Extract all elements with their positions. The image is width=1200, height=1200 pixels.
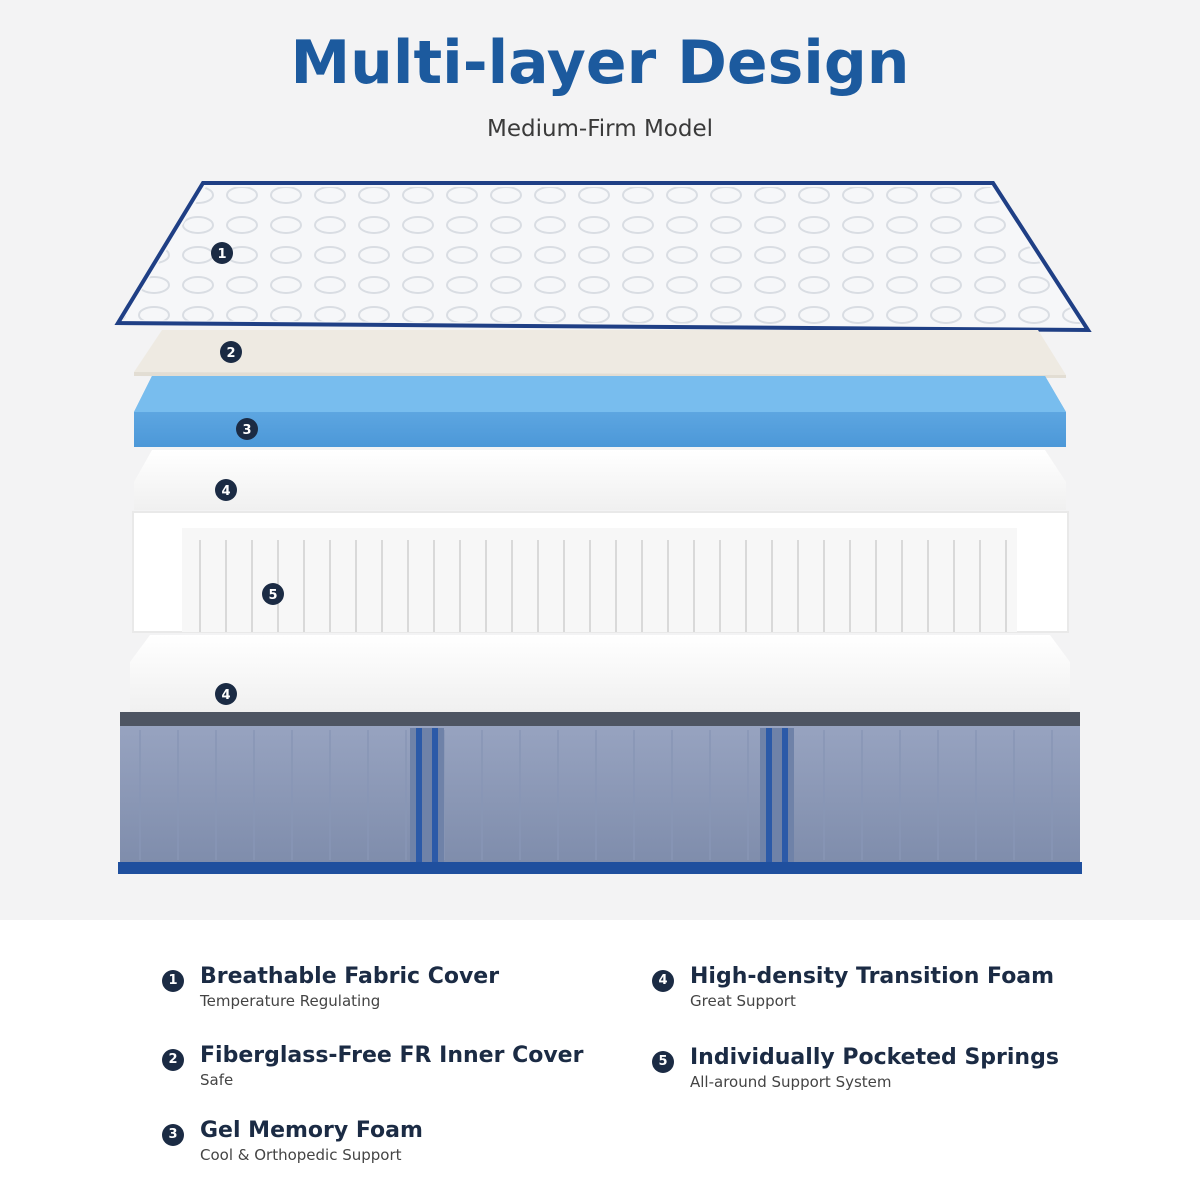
marker-label: 5 [268,588,277,603]
legend-subtitle: Cool & Orthopedic Support [200,1146,402,1164]
layer-4-transition-foam-top [134,450,1066,510]
legend-subtitle: Great Support [690,992,796,1010]
layer-5-pocketed-springs [132,511,1069,633]
layer-4-transition-foam-bottom [130,635,1070,712]
legend-title: Gel Memory Foam [200,1118,423,1143]
layer-marker-1: 1 [211,242,233,264]
legend-number-badge: 4 [652,970,674,992]
legend-number-badge: 3 [162,1124,184,1146]
layer-marker-2: 2 [220,341,242,363]
layer-marker-4-bottom: 4 [215,683,237,705]
legend-subtitle: Temperature Regulating [200,992,381,1010]
legend-title: High-density Transition Foam [690,964,1055,989]
legend-title: Breathable Fabric Cover [200,964,500,989]
layer-1-fabric-cover [114,181,1092,333]
layer-marker-5: 5 [262,583,284,605]
layer-2-inner-cover [134,330,1066,378]
legend-number-badge: 1 [162,970,184,992]
legend-number-badge: 2 [162,1049,184,1071]
layer-3-gel-foam [134,376,1066,447]
mattress-layers-illustration: 1 2 3 4 5 4 [114,181,1092,874]
legend-subtitle: All-around Support System [690,1073,892,1091]
legend-title: Fiberglass-Free FR Inner Cover [200,1043,584,1068]
page-title: Multi-layer Design [290,28,910,98]
marker-label: 2 [226,346,235,361]
marker-label: 3 [242,423,251,438]
legend-title: Individually Pocketed Springs [690,1045,1059,1070]
legend-subtitle: Safe [200,1071,234,1089]
marker-label: 1 [217,247,226,262]
legend-number-badge: 5 [652,1051,674,1073]
page-subtitle: Medium-Firm Model [486,116,714,142]
layer-marker-4: 4 [215,479,237,501]
spring-coils [199,540,1007,632]
marker-label: 4 [221,688,230,703]
mattress-base [118,712,1082,874]
layer-marker-3: 3 [236,418,258,440]
marker-label: 4 [221,484,230,499]
